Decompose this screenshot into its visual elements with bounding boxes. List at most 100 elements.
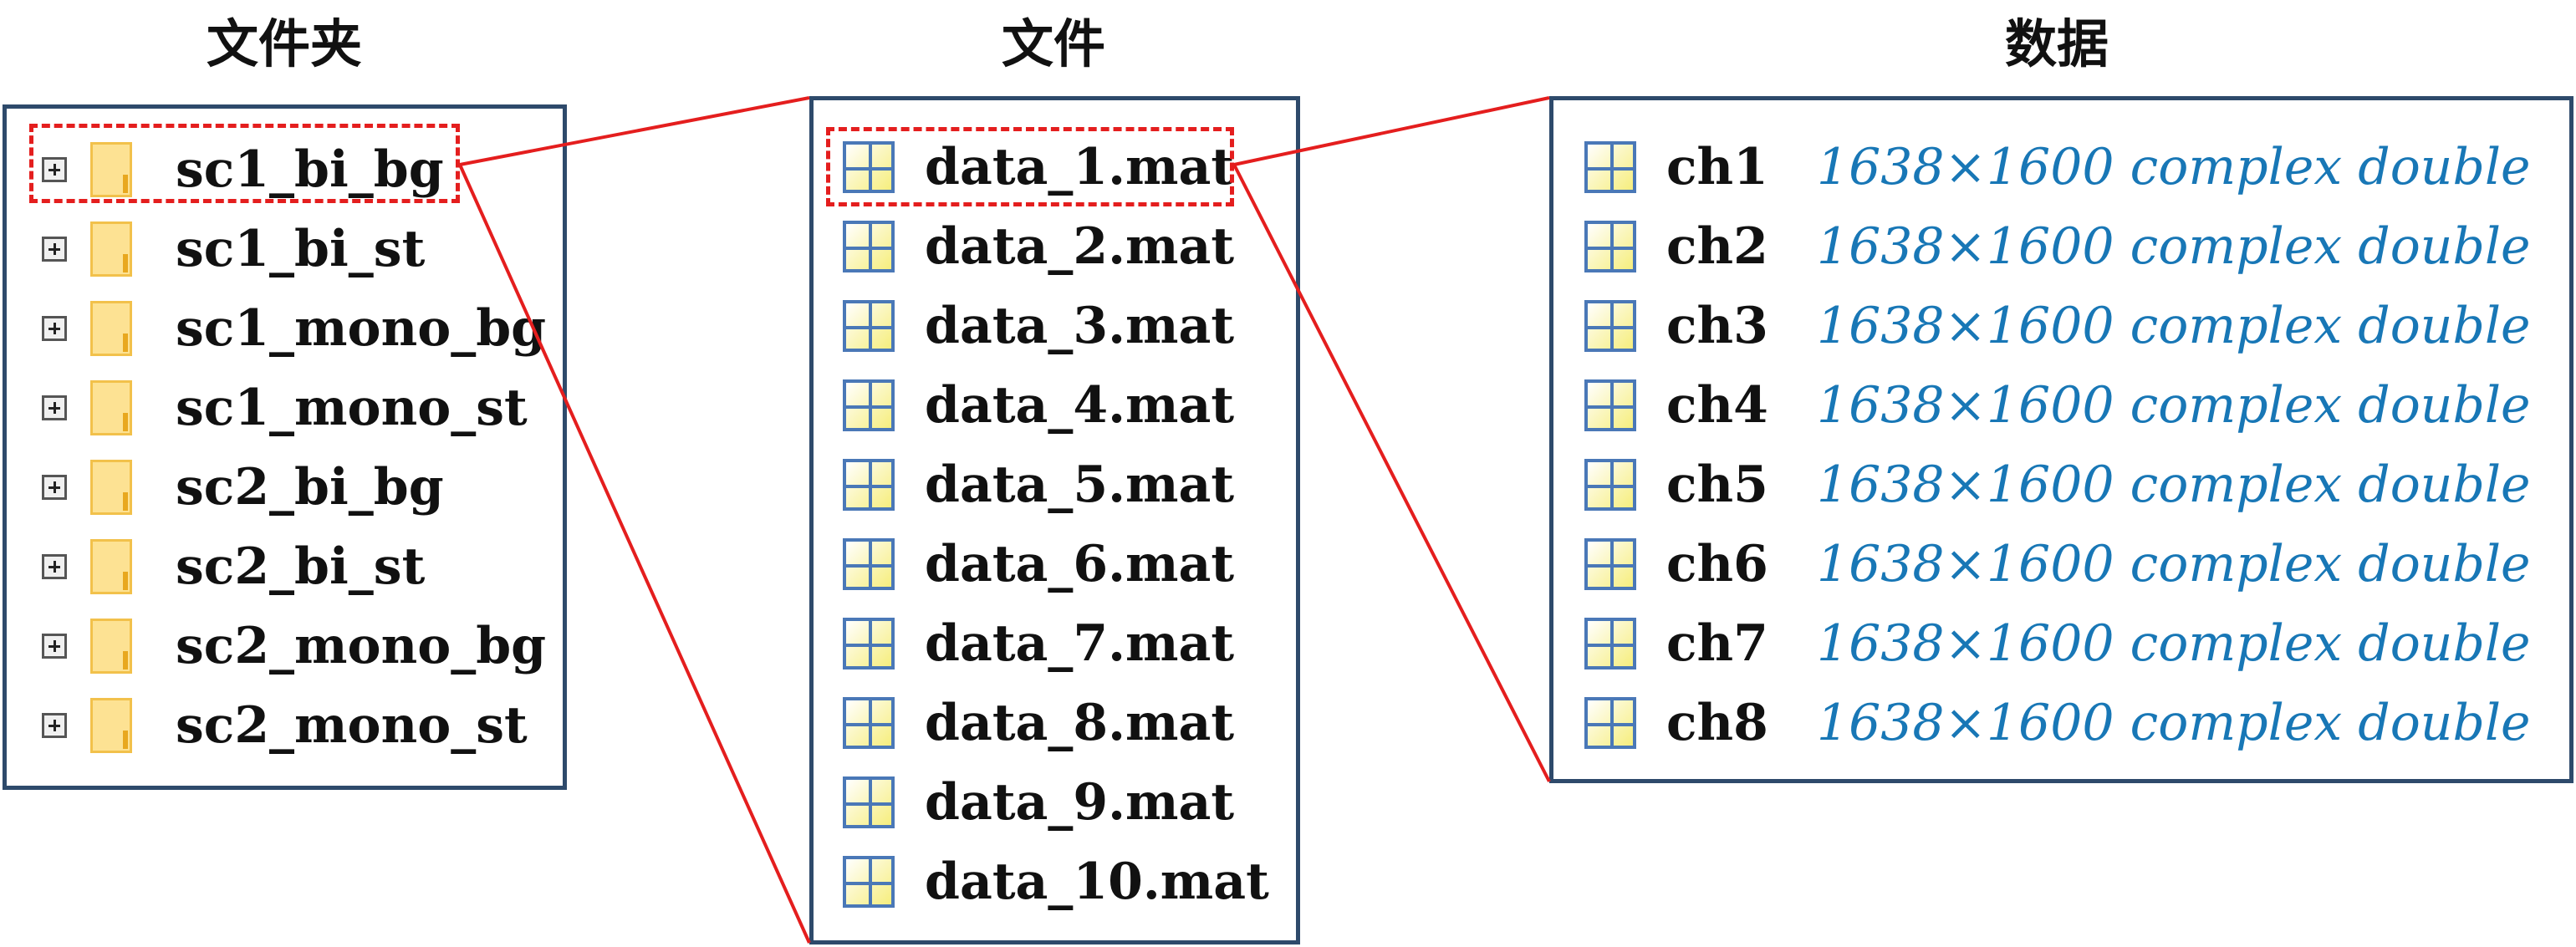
- folder-item[interactable]: sc2_mono_bg: [42, 613, 546, 680]
- file-item[interactable]: data_3.mat: [843, 293, 1234, 359]
- file-panel: data_1.mat data_2.mat data_3.mat data_4.…: [809, 96, 1300, 944]
- mat-file-icon: [843, 379, 895, 431]
- variable-row[interactable]: ch8 1638×1600 complex double: [1584, 690, 2531, 756]
- file-item[interactable]: data_10.mat: [843, 848, 1269, 915]
- folder-icon: [90, 301, 132, 356]
- expand-icon[interactable]: [42, 395, 67, 420]
- folder-icon: [90, 619, 132, 674]
- file-label: data_7.mat: [925, 614, 1235, 673]
- file-item[interactable]: data_1.mat: [843, 134, 1234, 201]
- folder-label: sc2_bi_bg: [176, 458, 444, 517]
- variable-name: ch2: [1666, 217, 1768, 276]
- files-heading: 文件: [1001, 13, 1105, 74]
- file-item[interactable]: data_6.mat: [843, 531, 1234, 598]
- selected-folder-highlight: [29, 124, 460, 203]
- expand-icon[interactable]: [42, 554, 67, 579]
- expand-icon[interactable]: [42, 713, 67, 738]
- folder-item[interactable]: sc1_mono_st: [42, 374, 528, 441]
- folder-icon: [90, 221, 132, 277]
- folder-item[interactable]: sc2_bi_bg: [42, 454, 444, 521]
- variable-row[interactable]: ch2 1638×1600 complex double: [1584, 213, 2531, 280]
- folder-label: sc1_mono_st: [176, 379, 528, 437]
- folder-icon: [90, 380, 132, 435]
- file-item[interactable]: data_5.mat: [843, 451, 1234, 518]
- data-heading: 数据: [2004, 13, 2109, 74]
- variable-type: 1638×1600 complex double: [1816, 456, 2531, 514]
- folder-label: sc1_bi_st: [176, 220, 426, 278]
- folders-heading: 文件夹: [206, 13, 362, 74]
- data-panel: ch1 1638×1600 complex double ch2 1638×16…: [1549, 96, 2573, 783]
- selected-file-highlight: [826, 127, 1234, 206]
- mat-file-icon: [843, 697, 895, 749]
- folder-label: sc2_mono_st: [176, 696, 528, 755]
- variable-icon: [1584, 300, 1636, 352]
- variable-name: ch6: [1666, 535, 1768, 593]
- variable-row[interactable]: ch7 1638×1600 complex double: [1584, 610, 2531, 677]
- folder-item[interactable]: sc1_mono_bg: [42, 295, 546, 362]
- expand-icon[interactable]: [42, 237, 67, 262]
- expand-icon[interactable]: [42, 475, 67, 500]
- file-label: data_3.mat: [925, 297, 1235, 355]
- variable-row[interactable]: ch3 1638×1600 complex double: [1584, 293, 2531, 359]
- file-item[interactable]: data_7.mat: [843, 610, 1234, 677]
- variable-type: 1638×1600 complex double: [1816, 138, 2531, 196]
- variable-type: 1638×1600 complex double: [1816, 217, 2531, 276]
- variable-type: 1638×1600 complex double: [1816, 614, 2531, 673]
- mat-file-icon: [843, 856, 895, 908]
- variable-icon: [1584, 697, 1636, 749]
- variable-row[interactable]: ch1 1638×1600 complex double: [1584, 134, 2531, 201]
- folder-label: sc2_mono_bg: [176, 617, 547, 675]
- file-label: data_6.mat: [925, 535, 1235, 593]
- variable-icon: [1584, 141, 1636, 193]
- variable-type: 1638×1600 complex double: [1816, 694, 2531, 752]
- file-item[interactable]: data_8.mat: [843, 690, 1234, 756]
- variable-name: ch1: [1666, 138, 1768, 196]
- file-label: data_9.mat: [925, 773, 1235, 832]
- mat-file-icon: [843, 221, 895, 272]
- mat-file-icon: [843, 538, 895, 590]
- expand-icon[interactable]: [42, 157, 67, 182]
- folder-item[interactable]: sc1_bi_bg: [42, 136, 444, 203]
- folder-item[interactable]: sc1_bi_st: [42, 216, 425, 283]
- file-item[interactable]: data_2.mat: [843, 213, 1234, 280]
- variable-name: ch3: [1666, 297, 1768, 355]
- file-label: data_10.mat: [925, 853, 1269, 911]
- folder-item[interactable]: sc2_mono_st: [42, 692, 528, 759]
- folder-to-files-bottom-line: [458, 164, 811, 944]
- folder-label: sc1_mono_bg: [176, 299, 547, 358]
- expand-icon[interactable]: [42, 634, 67, 659]
- expand-icon[interactable]: [42, 316, 67, 341]
- folder-label: sc2_bi_st: [176, 537, 426, 596]
- variable-icon: [1584, 221, 1636, 272]
- variable-name: ch8: [1666, 694, 1768, 752]
- folder-to-files-top-line: [459, 96, 810, 166]
- file-label: data_5.mat: [925, 456, 1235, 514]
- file-label: data_8.mat: [925, 694, 1235, 752]
- mat-file-icon: [843, 459, 895, 511]
- variable-name: ch7: [1666, 614, 1768, 673]
- file-label: data_1.mat: [925, 138, 1235, 196]
- folder-icon: [90, 460, 132, 515]
- folder-item[interactable]: sc2_bi_st: [42, 533, 425, 600]
- variable-icon: [1584, 618, 1636, 670]
- mat-file-icon: [843, 300, 895, 352]
- mat-file-icon: [843, 776, 895, 828]
- folder-icon: [90, 698, 132, 753]
- variable-name: ch4: [1666, 376, 1768, 435]
- mat-file-icon: [843, 141, 895, 193]
- mat-file-icon: [843, 618, 895, 670]
- folder-icon: [90, 142, 132, 197]
- variable-row[interactable]: ch5 1638×1600 complex double: [1584, 451, 2531, 518]
- folder-panel: sc1_bi_bg sc1_bi_st sc1_mono_bg sc1_mono…: [3, 104, 567, 790]
- file-item[interactable]: data_4.mat: [843, 372, 1234, 439]
- variable-name: ch5: [1666, 456, 1768, 514]
- file-item[interactable]: data_9.mat: [843, 769, 1234, 836]
- file-to-data-top-line: [1233, 96, 1550, 166]
- variable-row[interactable]: ch4 1638×1600 complex double: [1584, 372, 2531, 439]
- variable-icon: [1584, 379, 1636, 431]
- folder-label: sc1_bi_bg: [176, 140, 444, 199]
- variable-row[interactable]: ch6 1638×1600 complex double: [1584, 531, 2531, 598]
- folder-icon: [90, 539, 132, 594]
- variable-type: 1638×1600 complex double: [1816, 535, 2531, 593]
